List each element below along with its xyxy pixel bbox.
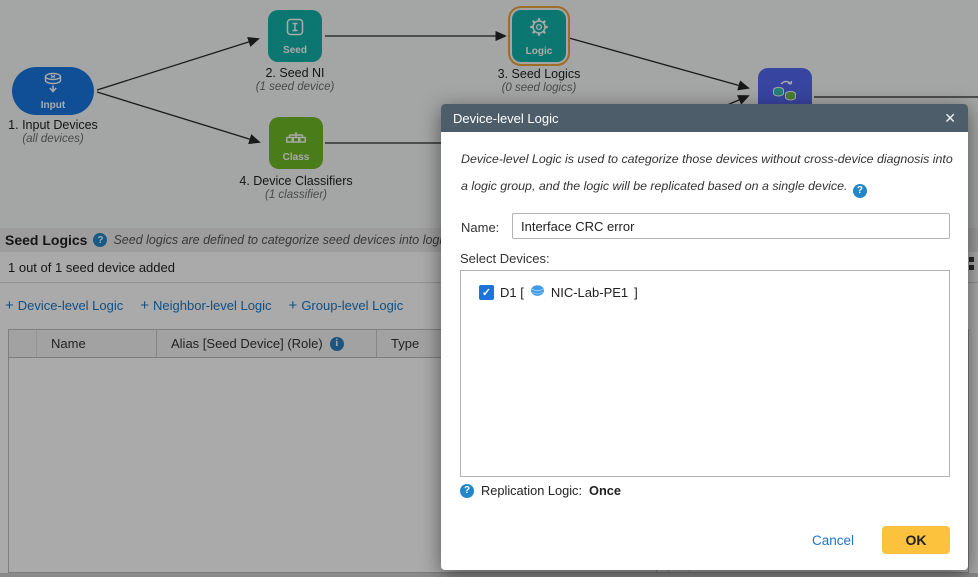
name-label: Name: bbox=[461, 220, 500, 235]
add-device-level-logic-link[interactable]: + Device-level Logic bbox=[5, 297, 124, 314]
section-description: Seed logics are defined to categorize se… bbox=[113, 233, 484, 247]
clipped-content-fragment bbox=[969, 257, 974, 271]
table-header-name: Name bbox=[37, 330, 157, 357]
add-neighbor-level-logic-link[interactable]: + Neighbor-level Logic bbox=[140, 297, 272, 314]
device-list[interactable]: ✓ D1 [ NIC-Lab-PE1 ] bbox=[460, 270, 950, 477]
table-header-alias: Alias [Seed Device] (Role) i bbox=[157, 330, 377, 357]
node-badge: Seed bbox=[283, 45, 307, 56]
node-badge: Class bbox=[282, 152, 310, 163]
device-label-suffix: ] bbox=[634, 284, 638, 300]
device-icon bbox=[530, 284, 545, 300]
node-badge: Logic bbox=[525, 46, 553, 57]
select-devices-label: Select Devices: bbox=[460, 251, 550, 266]
add-group-level-logic-link[interactable]: + Group-level Logic bbox=[288, 297, 404, 314]
info-icon[interactable]: i bbox=[329, 336, 344, 351]
node-input-devices[interactable]: Input bbox=[12, 67, 94, 115]
node-label-classifiers: 4. Device Classifiers (1 classifier) bbox=[239, 174, 353, 201]
cancel-button[interactable]: Cancel bbox=[811, 532, 854, 548]
replication-value: Once bbox=[589, 483, 622, 498]
plus-icon: + bbox=[288, 297, 298, 314]
table-header-type: Type bbox=[391, 336, 420, 351]
node-label-input: 1. Input Devices (all devices) bbox=[8, 118, 98, 145]
help-icon[interactable]: ? bbox=[460, 483, 474, 498]
device-level-logic-dialog: Device-level Logic ✕ Device-level Logic … bbox=[441, 104, 968, 570]
seed-ni-icon bbox=[283, 16, 307, 45]
status-text: 1 out of 1 seed device added bbox=[8, 259, 175, 275]
section-title: Seed Logics bbox=[5, 232, 88, 248]
replication-logic-row: ? Replication Logic: Once bbox=[460, 483, 621, 498]
dialog-description: Device-level Logic is used to categorize… bbox=[461, 152, 953, 198]
node-seed-ni[interactable]: Seed bbox=[268, 10, 322, 62]
plus-icon: + bbox=[140, 297, 150, 314]
name-input[interactable] bbox=[512, 213, 950, 239]
dialog-header[interactable]: Device-level Logic ✕ bbox=[441, 104, 968, 132]
replication-label: Replication Logic: bbox=[481, 483, 583, 498]
node-device-classifiers[interactable]: Class bbox=[269, 117, 323, 169]
dialog-title: Device-level Logic bbox=[453, 110, 559, 126]
ok-button[interactable]: OK bbox=[882, 526, 950, 554]
gear-icon bbox=[526, 15, 552, 46]
logic-toolbar: + Device-level Logic + Neighbor-level Lo… bbox=[0, 283, 978, 328]
page-bottom-strip bbox=[0, 573, 978, 577]
node-label-seed-ni: 2. Seed NI (1 seed device) bbox=[255, 66, 335, 93]
plus-icon: + bbox=[5, 297, 14, 314]
close-icon[interactable]: ✕ bbox=[944, 110, 956, 126]
node-label-seed-logics: 3. Seed Logics (0 seed logics) bbox=[497, 67, 581, 94]
replicate-icon bbox=[768, 76, 802, 115]
dialog-footer: Cancel OK bbox=[812, 526, 950, 554]
input-devices-icon bbox=[41, 71, 65, 100]
help-icon[interactable]: ? bbox=[852, 183, 867, 198]
help-icon[interactable]: ? bbox=[93, 233, 108, 247]
device-checkbox-checked[interactable]: ✓ bbox=[479, 284, 494, 300]
hierarchy-icon bbox=[283, 123, 309, 152]
table-header-select bbox=[9, 330, 37, 357]
device-label-prefix: D1 [ bbox=[500, 284, 524, 300]
node-badge: Input bbox=[40, 100, 66, 111]
device-list-item[interactable]: ✓ D1 [ NIC-Lab-PE1 ] bbox=[479, 284, 949, 300]
device-name: NIC-Lab-PE1 bbox=[550, 284, 629, 300]
node-seed-logics[interactable]: Logic bbox=[508, 6, 570, 66]
